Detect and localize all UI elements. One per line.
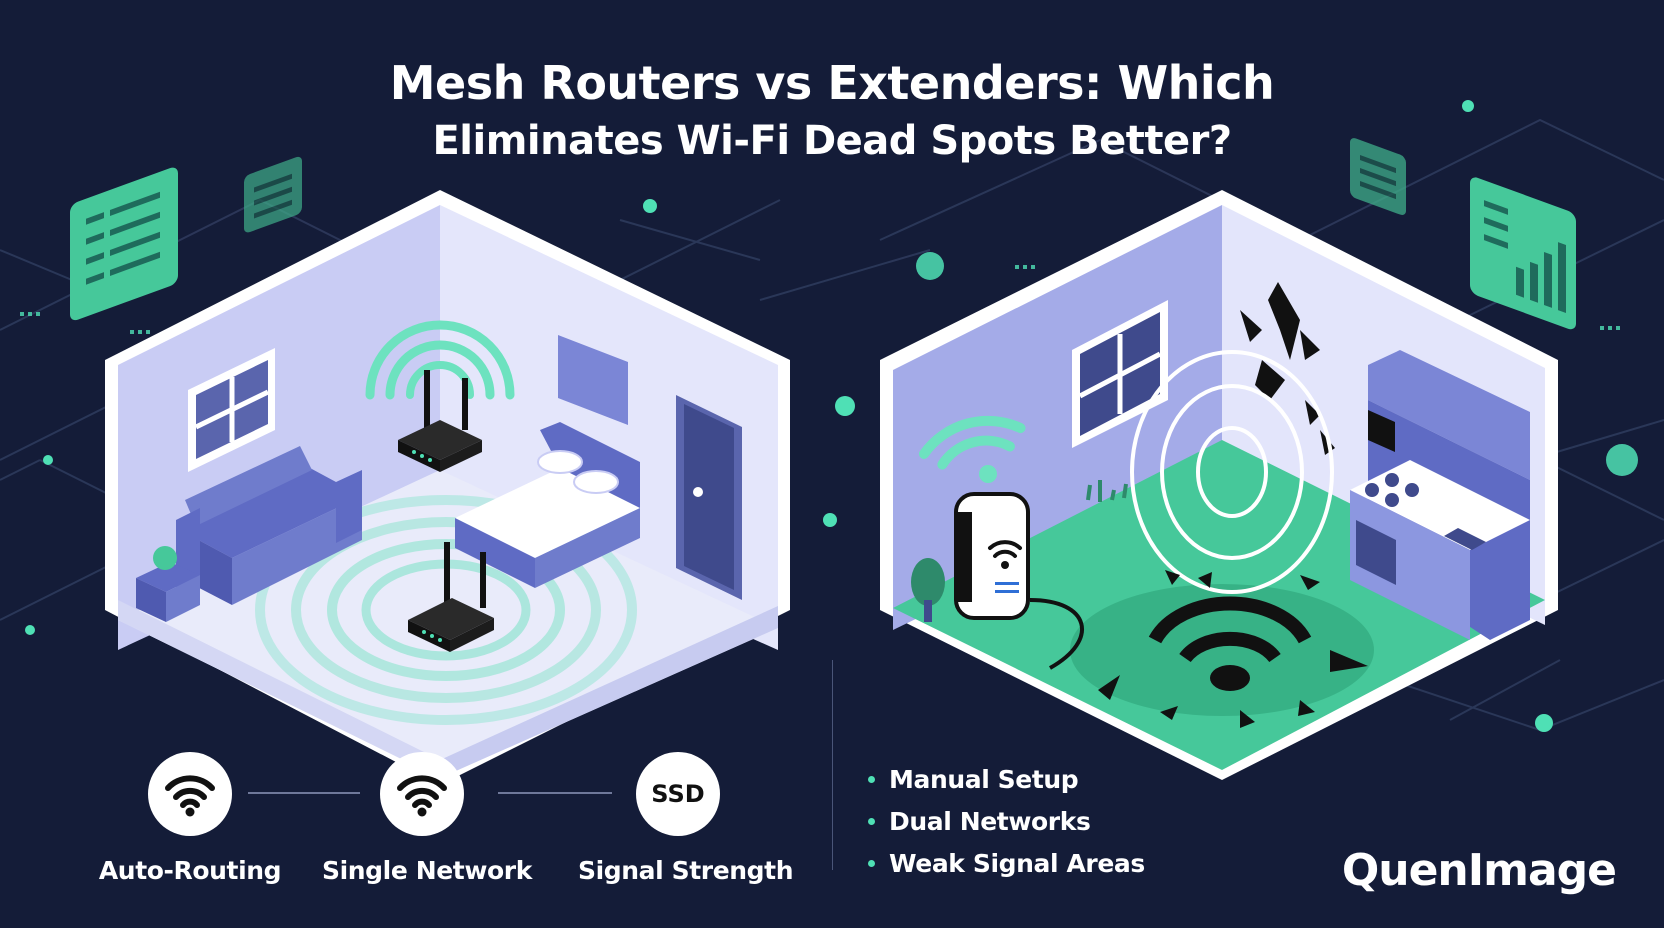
feature-label: Signal Strength bbox=[578, 856, 794, 885]
list-item: Manual Setup bbox=[868, 758, 1145, 800]
door-illustration bbox=[676, 395, 742, 600]
brand-logo-text: QuenImage bbox=[1341, 845, 1617, 896]
bed-illustration bbox=[455, 422, 640, 588]
list-item: Dual Networks bbox=[868, 800, 1145, 842]
wall-picture bbox=[558, 335, 628, 425]
plant-illustration bbox=[911, 558, 945, 622]
mesh-router-upper bbox=[398, 370, 482, 472]
broken-wifi-icon bbox=[1098, 570, 1368, 728]
extender-points-list: Manual Setup Dual Networks Weak Signal A… bbox=[868, 758, 1145, 884]
ssd-badge-icon: SSD bbox=[636, 752, 720, 836]
list-item: Weak Signal Areas bbox=[868, 842, 1145, 884]
mesh-router-lower bbox=[408, 542, 494, 652]
feature-signal-strength: SSD Signal Strength bbox=[578, 752, 794, 885]
feature-single-network: Single Network bbox=[322, 752, 532, 885]
wall-cracks bbox=[1240, 282, 1335, 455]
floating-panel-right-large bbox=[1470, 177, 1576, 330]
list-item-label: Weak Signal Areas bbox=[889, 848, 1145, 878]
wifi-icon bbox=[148, 752, 232, 836]
grass-strokes bbox=[1086, 480, 1128, 502]
dead-spot-zone bbox=[1070, 584, 1374, 716]
list-item-label: Dual Networks bbox=[889, 806, 1091, 836]
sofa-illustration bbox=[176, 446, 362, 605]
side-table-illustration bbox=[136, 546, 200, 622]
floating-panel-right-small bbox=[1350, 138, 1406, 215]
feature-label: Auto-Routing bbox=[98, 856, 282, 885]
feature-auto-routing: Auto-Routing bbox=[90, 752, 290, 885]
list-item-label: Manual Setup bbox=[889, 764, 1079, 794]
page-title-line-1: Mesh Routers vs Extenders: Which bbox=[389, 56, 1275, 110]
section-divider bbox=[832, 660, 833, 870]
wifi-extender-device bbox=[954, 492, 1084, 670]
bullet-dot-icon bbox=[868, 817, 875, 825]
bullet-dot-icon bbox=[868, 859, 875, 867]
wifi-icon bbox=[380, 752, 464, 836]
kitchen-illustration bbox=[1350, 350, 1530, 640]
feature-connector-line bbox=[248, 792, 360, 794]
weak-signal-arcs bbox=[1130, 350, 1334, 594]
bullet-dot-icon bbox=[868, 775, 875, 783]
window-illustration bbox=[188, 348, 275, 472]
extender-signal-waves bbox=[918, 415, 1026, 470]
floating-panel-left-large bbox=[70, 167, 178, 321]
page-title-line-2: Eliminates Wi-Fi Dead Spots Better? bbox=[432, 118, 1232, 164]
feature-label: Single Network bbox=[322, 856, 532, 885]
floating-panel-left-small bbox=[244, 156, 302, 233]
ssd-badge-text: SSD bbox=[651, 780, 705, 808]
feature-connector-line bbox=[498, 792, 612, 794]
